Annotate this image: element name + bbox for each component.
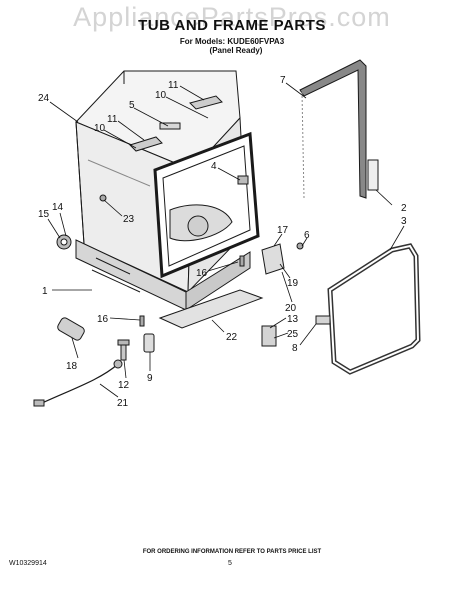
bracket-5: [159, 122, 181, 130]
callout-10a: 10: [155, 90, 167, 101]
callout-20: 20: [285, 303, 297, 314]
part-16-screw-b: [139, 315, 145, 327]
callout-3: 3: [401, 216, 407, 227]
callout-17: 17: [277, 225, 289, 236]
callout-15: 15: [38, 209, 50, 220]
callout-8: 8: [292, 343, 298, 354]
watermark: AppliancePartsPros.com: [73, 2, 391, 32]
callout-19: 19: [287, 278, 299, 289]
callout-11b: 11: [107, 114, 118, 125]
callout-10b: 10: [94, 123, 106, 134]
top-bracket-lower: [129, 136, 163, 152]
part-23-screw: [99, 194, 107, 202]
callout-18: 18: [66, 361, 78, 372]
callout-12: 12: [118, 380, 130, 391]
part-4-fastener: [237, 175, 249, 185]
callout-14: 14: [52, 202, 64, 213]
top-bracket-upper: [189, 95, 223, 110]
part-2-strip: [367, 159, 379, 191]
part-6-screw: [296, 242, 304, 250]
part-13-valve: [261, 325, 277, 347]
callout-13: 13: [287, 314, 299, 325]
callout-23: 23: [123, 214, 135, 225]
part-18-connector: [57, 317, 85, 341]
base-frame: [75, 239, 251, 311]
document-id: W10329914: [9, 560, 47, 567]
door-seal: [327, 243, 421, 375]
callout-5: 5: [129, 100, 135, 111]
page-number: 5: [228, 560, 232, 567]
ordering-note: FOR ORDERING INFORMATION REFER TO PARTS …: [142, 549, 322, 555]
callout-9: 9: [147, 373, 153, 384]
callout-24: 24: [38, 93, 50, 104]
callout-16b: 16: [97, 314, 109, 325]
callout-22: 22: [226, 332, 238, 343]
part-15-washer: [56, 234, 72, 250]
callout-6: 6: [304, 230, 310, 241]
leader-lines: [47, 82, 405, 398]
part-9-clip: [143, 333, 155, 353]
callout-16a: 16: [196, 268, 208, 279]
callout-21: 21: [117, 398, 129, 409]
callout-1: 1: [42, 286, 48, 297]
panel-note: (Panel Ready): [209, 46, 263, 55]
callout-25: 25: [287, 329, 299, 340]
part-12-screw: [117, 339, 130, 361]
part-22-plate: [158, 289, 264, 329]
part-8-switch: [315, 315, 331, 325]
part-20-bracket: [261, 243, 285, 275]
callout-11a: 11: [168, 80, 179, 91]
gasket-strip: [299, 59, 367, 199]
page-title: TUB AND FRAME PARTS: [138, 17, 326, 34]
callout-4: 4: [211, 161, 217, 172]
part-16-screw-a: [239, 255, 245, 267]
callout-2: 2: [401, 203, 407, 214]
callout-7: 7: [280, 75, 286, 86]
callout-labels: 24 11 10 5 11 10 7 4 2 3 15 14 23 17 6 1…: [38, 75, 407, 409]
models-line: For Models: KUDE60FVPA3: [179, 37, 285, 46]
part-21-cable: [33, 359, 123, 407]
